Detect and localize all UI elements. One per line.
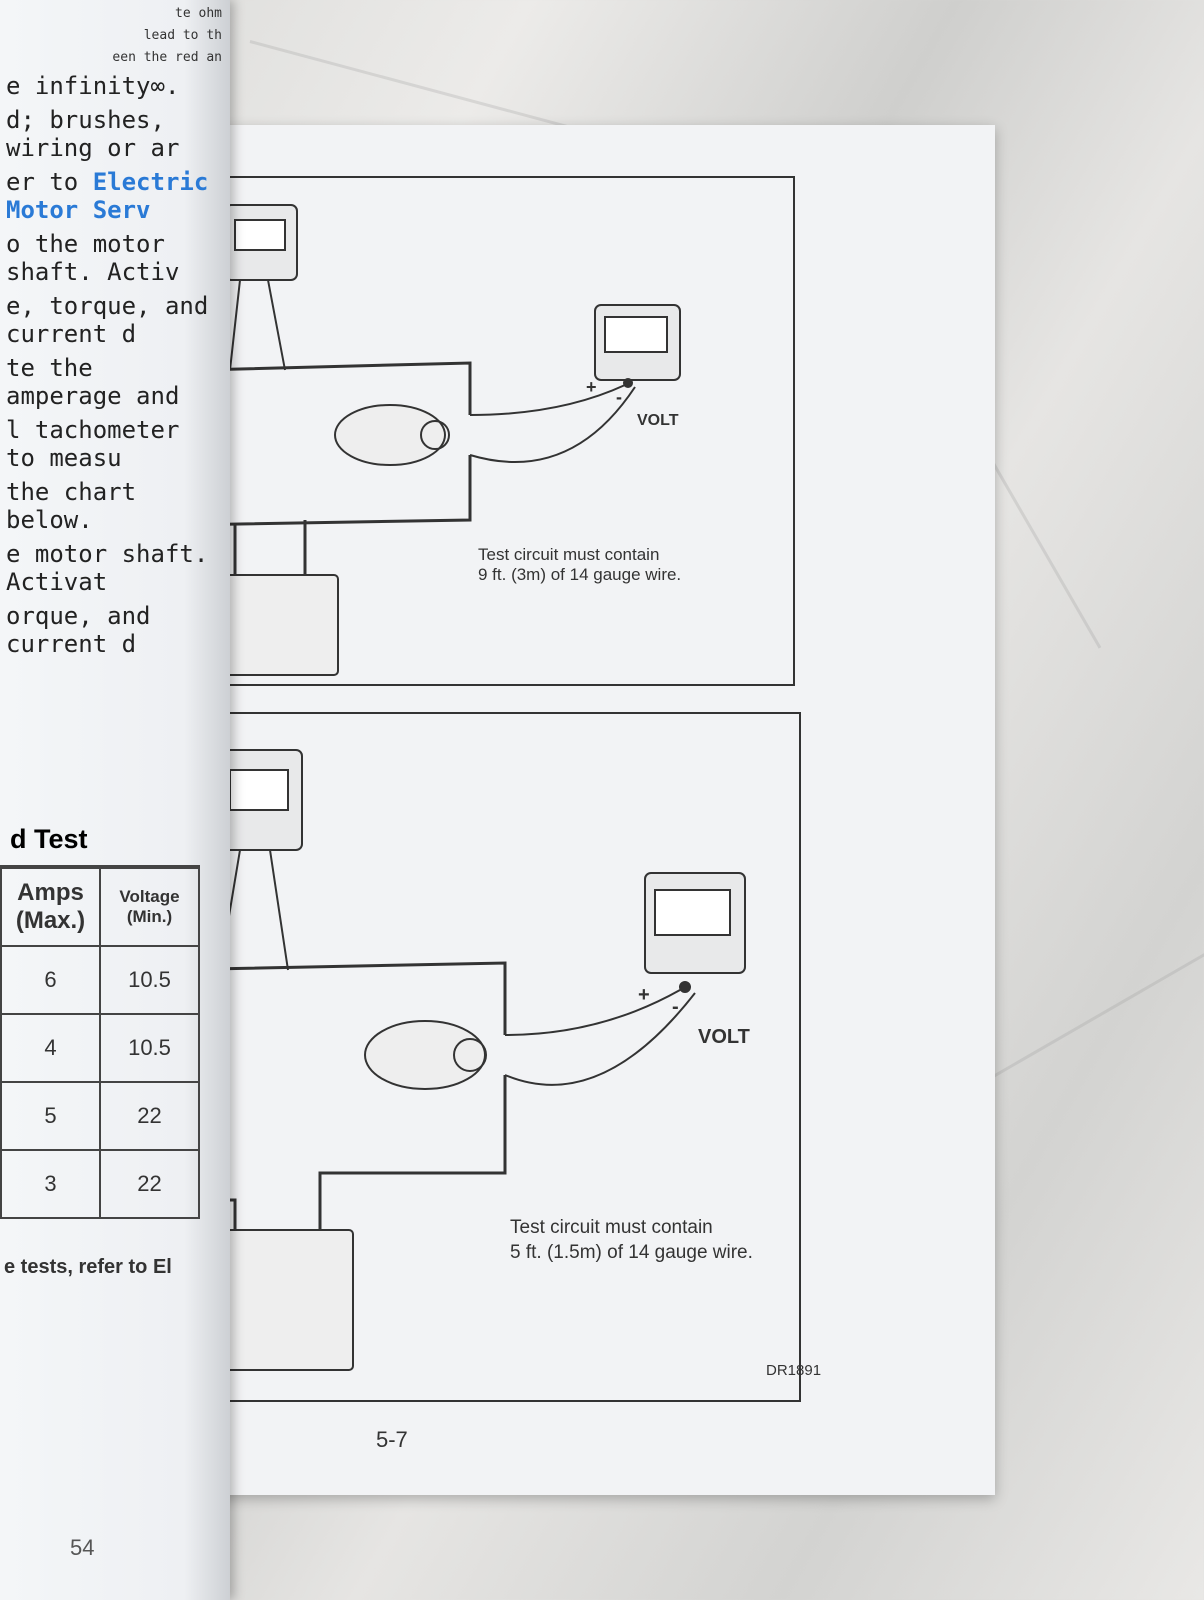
left-page-text: te ohm lead to th een the red an e infin… <box>6 6 222 658</box>
figure1-caption: Test circuit must contain 9 ft. (3m) of … <box>478 545 681 585</box>
left-page: te ohm lead to th een the red an e infin… <box>0 0 230 1600</box>
text-fragment: lead to th <box>143 28 222 43</box>
cell: 22 <box>99 1149 200 1219</box>
text-line: er to <box>6 168 93 196</box>
figure2-battery-2 <box>217 1229 354 1371</box>
text-line: e infinity∞. <box>6 72 180 100</box>
caption-line: 5 ft. (1.5m) of 14 gauge wire. <box>510 1242 753 1263</box>
figure1-circuit-wire <box>179 361 472 527</box>
minus-sign: - <box>672 996 679 1018</box>
figure1-battery <box>217 574 339 676</box>
plus-sign: + <box>638 984 650 1006</box>
left-page-number: 54 <box>70 1535 95 1560</box>
figure-code: DR1891 <box>766 1362 822 1379</box>
text-line: e motor shaft. Activat <box>6 540 209 596</box>
figure2-frame <box>140 712 801 1402</box>
text-fragment: te ohm <box>175 6 222 21</box>
text-line: the chart below. <box>6 478 137 534</box>
figure2-motor <box>364 1020 486 1090</box>
wiring-diagrams: VOLT + - VOLT + - <box>140 176 801 1402</box>
figure1-motor <box>334 404 446 466</box>
voltmeter-leads <box>469 384 636 463</box>
figure2-circuit-wire <box>159 961 507 1245</box>
table-title: d Test <box>0 820 200 867</box>
text-line: d; brushes, wiring or ar <box>6 106 180 162</box>
right-page: VOLT + - VOLT + - Test circuit must cont… <box>140 125 995 1495</box>
text-line: er to Electric Motor Serv <box>6 168 222 224</box>
text-line: te the amperage and <box>6 354 180 410</box>
figure2-caption: Test circuit must contain 5 ft. (1.5m) o… <box>510 1215 753 1265</box>
header-amps: Amps (Max.) <box>0 867 101 947</box>
text-line: e, torque, and current d <box>6 292 209 348</box>
caption-line: Test circuit must contain <box>478 545 660 564</box>
header-voltage: Voltage (Min.) <box>99 867 200 947</box>
cell: 6 <box>0 945 101 1015</box>
cell: 3 <box>0 1149 101 1219</box>
electric-motor-link[interactable]: Electric Motor Serv <box>6 168 209 224</box>
figure2-volt-label: VOLT <box>698 1026 750 1048</box>
page-number: 5-7 <box>376 1427 408 1452</box>
text-fragment: een the red an <box>112 50 222 65</box>
tachometer-dial <box>234 219 286 251</box>
caption-line: Test circuit must contain <box>510 1217 713 1238</box>
text-line: orque, and current d <box>6 602 151 658</box>
tachometer-leads <box>229 279 286 371</box>
caption-line: 9 ft. (3m) of 14 gauge wire. <box>478 565 682 584</box>
plus-sign: + <box>586 377 597 397</box>
text-line: e tests, refer to El <box>4 1256 172 1278</box>
cell: 22 <box>99 1081 200 1151</box>
minus-sign: - <box>616 387 622 407</box>
cell: 10.5 <box>99 945 200 1015</box>
figure1-volt-label: VOLT <box>637 412 679 429</box>
cell: 4 <box>0 1013 101 1083</box>
cell: 5 <box>0 1081 101 1151</box>
cell: 10.5 <box>99 1013 200 1083</box>
text-line: l tachometer to measu <box>6 416 180 472</box>
text-line: o the motor shaft. Activ <box>6 230 180 286</box>
